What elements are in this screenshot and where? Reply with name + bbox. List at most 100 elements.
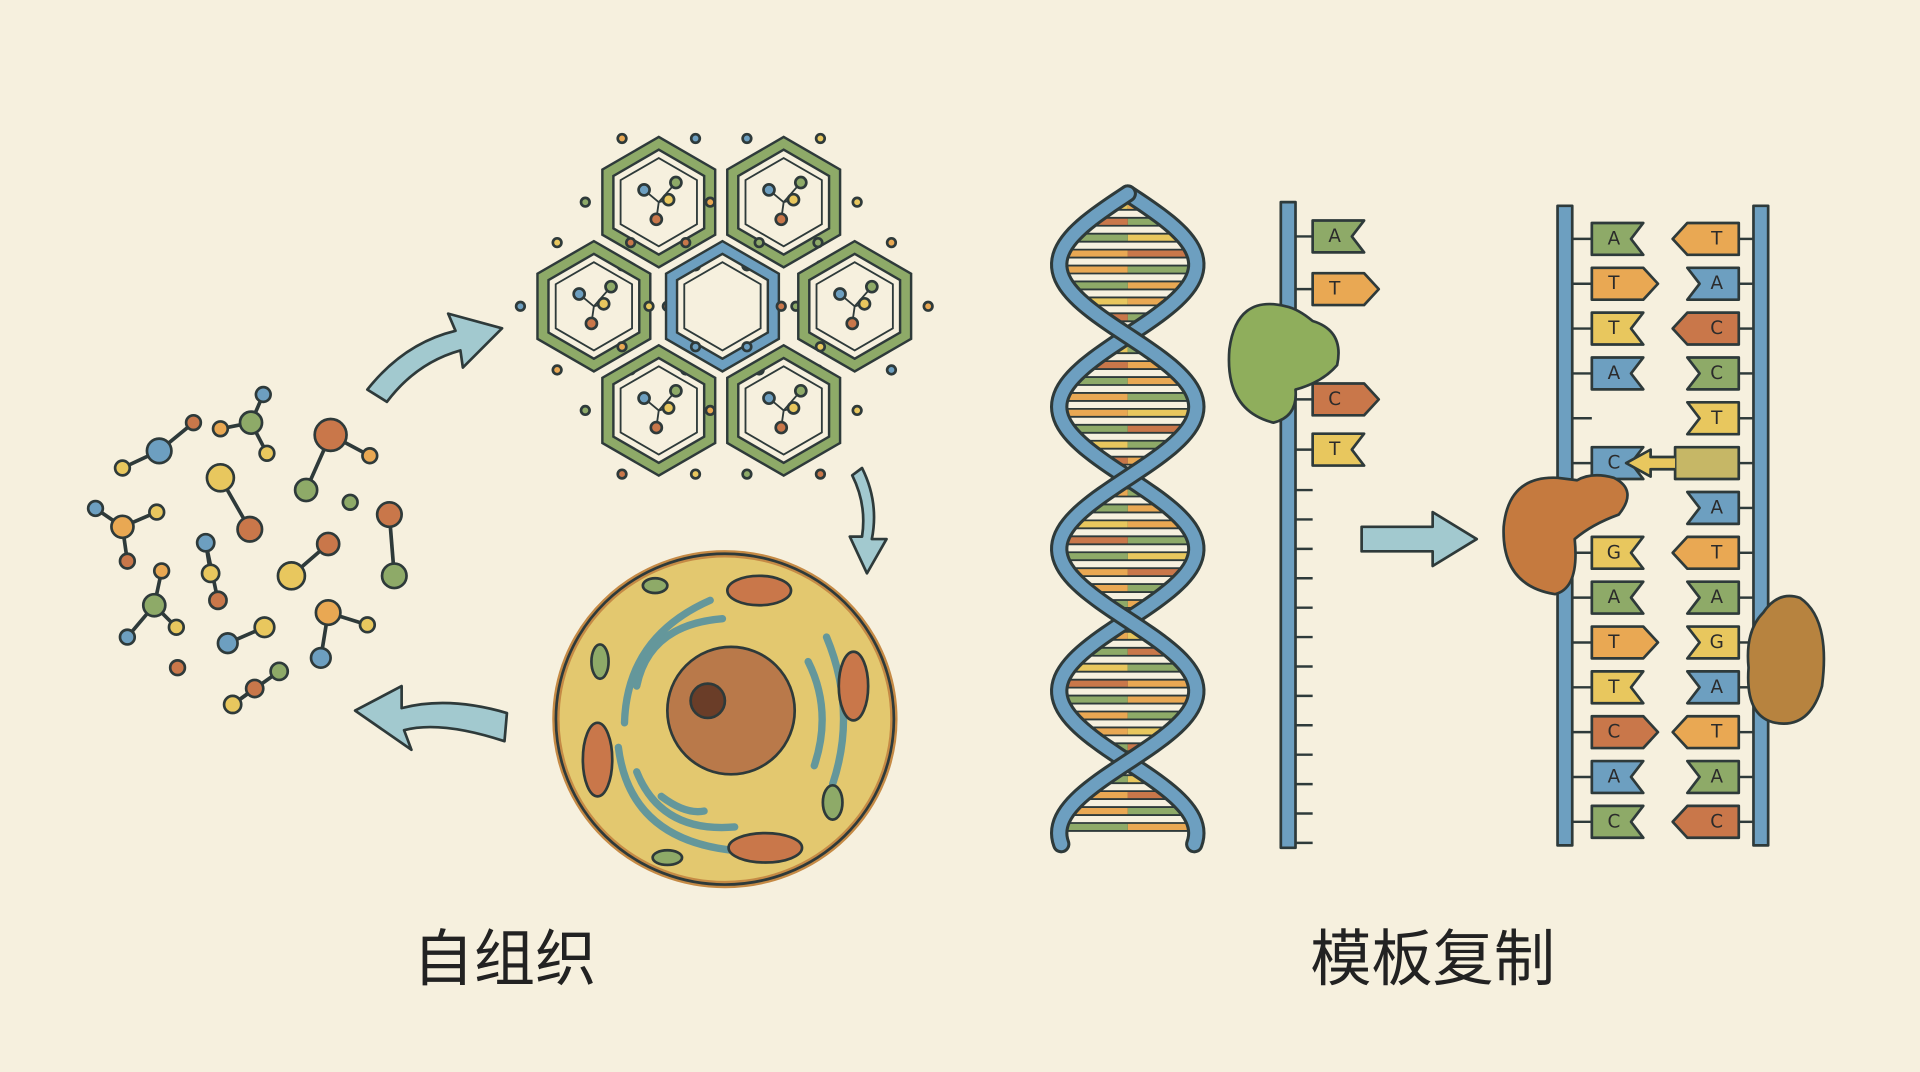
atom: [786, 192, 801, 207]
nucleotide-tag: T: [1590, 625, 1660, 660]
atom: [211, 420, 230, 438]
tag-shape: [1686, 356, 1741, 391]
hexagon-inner: [744, 156, 823, 248]
nucleolus: [689, 682, 727, 720]
node: [624, 236, 637, 249]
hexagon-inner: [815, 261, 894, 352]
node: [643, 300, 655, 312]
atom: [637, 391, 651, 406]
molecule: [276, 531, 341, 591]
node: [551, 364, 563, 376]
nucleotide-tag: G: [1686, 625, 1741, 660]
node: [753, 236, 765, 249]
tag-shape: [1686, 759, 1741, 795]
atom: [341, 493, 359, 512]
node: [922, 300, 934, 312]
base-letter: A: [1710, 497, 1723, 518]
base-letter: A: [1710, 273, 1723, 294]
node: [885, 236, 898, 249]
hexagon-cell: [579, 132, 738, 272]
tag-shape: [1311, 271, 1381, 307]
nucleotide-tag: A: [1686, 759, 1741, 795]
atom: [276, 560, 307, 591]
base-letter: G: [1710, 632, 1724, 653]
base-letter: A: [1710, 677, 1723, 698]
node: [616, 132, 628, 145]
atom: [253, 616, 276, 639]
node: [814, 468, 827, 480]
nucleus: [666, 645, 797, 776]
node: [680, 236, 692, 249]
tag-shape: [1671, 714, 1741, 750]
atom: [86, 499, 105, 518]
nucleotide-tag: T: [1590, 266, 1660, 302]
atom: [148, 503, 166, 521]
atom: [584, 316, 599, 331]
base-letter: T: [1607, 677, 1620, 698]
atom: [195, 532, 216, 553]
label-self-organization: 自组织: [413, 924, 597, 995]
tag-shape: [1311, 219, 1366, 254]
nucleotide-tag: A: [1311, 219, 1366, 254]
tag-shape: [1590, 266, 1660, 302]
base-letter: A: [1608, 587, 1621, 608]
base-letter: T: [1710, 542, 1723, 563]
base-letter: C: [1607, 453, 1620, 474]
atom: [314, 598, 342, 627]
tag-shape: [1590, 625, 1660, 660]
hexagon-ring: [538, 242, 650, 371]
atom: [293, 477, 319, 503]
atom: [244, 678, 265, 699]
atom: [216, 632, 239, 655]
tag-shape: [1590, 804, 1645, 840]
base-letter: C: [1607, 811, 1620, 832]
molecule: [341, 493, 359, 512]
node: [814, 132, 827, 145]
atom: [845, 316, 860, 331]
node: [851, 404, 863, 417]
tag-shape: [1686, 266, 1741, 302]
atom: [793, 175, 808, 190]
atom: [110, 514, 135, 540]
atom: [649, 212, 664, 227]
atom: [637, 183, 651, 197]
atom: [786, 401, 801, 415]
base-letter: A: [1328, 226, 1341, 247]
molecule: [309, 598, 377, 670]
hexagon-ring: [603, 138, 714, 266]
node: [616, 341, 628, 353]
atom: [361, 447, 379, 465]
enzyme-brown-right: [1746, 594, 1826, 725]
node: [851, 196, 863, 208]
node: [741, 341, 753, 353]
enzyme-brown-left: [1502, 473, 1629, 596]
nucleotide-tag: A: [1686, 670, 1741, 705]
atom: [604, 279, 618, 294]
cell: [552, 550, 898, 889]
nucleotide-tag: C: [1686, 356, 1741, 391]
nucleotide-tag: A: [1590, 221, 1645, 257]
helix-backbone: [1053, 187, 1203, 851]
atom: [118, 552, 137, 570]
molecule: [168, 659, 187, 677]
node: [704, 404, 716, 417]
tag-shape: [1671, 311, 1741, 346]
nucleotide-tag: A: [1590, 356, 1645, 391]
tag-shape: [1686, 670, 1741, 705]
molecule: [86, 499, 166, 570]
nucleotide-tag: T: [1671, 221, 1741, 257]
atom: [358, 616, 377, 634]
atom: [200, 563, 221, 584]
nucleotide-tag: A: [1686, 490, 1741, 526]
atom: [238, 410, 264, 436]
molecule: [211, 385, 276, 463]
node: [741, 132, 753, 145]
atom: [833, 287, 847, 301]
atom: [152, 562, 171, 580]
nucleotide-tag: C: [1590, 804, 1645, 840]
nucleotide-tag: A: [1590, 580, 1645, 615]
base-letter: C: [1710, 363, 1723, 384]
base-letter: T: [1328, 279, 1341, 300]
arrow-right-icon: [1360, 510, 1479, 568]
